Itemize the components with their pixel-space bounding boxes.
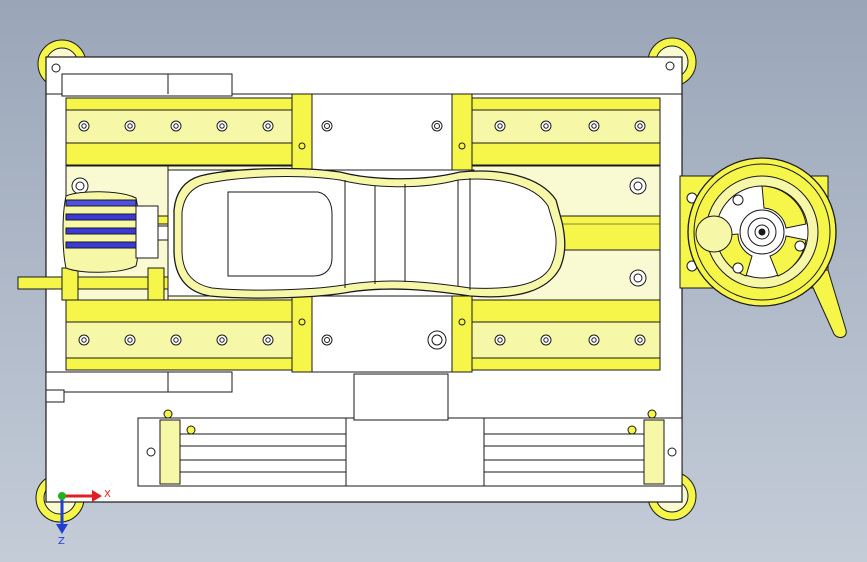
axis-z-label: Z — [58, 536, 65, 547]
lower-rail-bolts — [78, 334, 646, 346]
axis-y-dot-icon — [58, 492, 66, 500]
molded-part — [173, 167, 566, 299]
rail-bolt-center — [219, 337, 225, 343]
rail-bolt-center — [591, 337, 597, 343]
rail-bolt — [124, 334, 136, 346]
blue-cylinder-part — [62, 191, 169, 273]
ejector-rod — [17, 276, 169, 290]
rail-bolt-center — [591, 123, 597, 129]
rail-bolt — [262, 120, 274, 132]
rod-nut-left — [61, 267, 79, 301]
top-left-bracket — [61, 73, 233, 97]
left-edge-block — [45, 389, 65, 403]
rail-bolt-center — [543, 123, 549, 129]
rail-bolt — [78, 120, 90, 132]
rail-bolt-center — [219, 123, 225, 129]
handwheel-lever — [805, 269, 847, 338]
rail-bolt — [540, 334, 552, 346]
rail-bolt-center — [127, 337, 133, 343]
cylinder-right — [483, 433, 645, 473]
rail-bolt — [216, 334, 228, 346]
axis-x-label: X — [104, 489, 111, 500]
rail-bolt — [170, 334, 182, 346]
rail-bolt — [170, 120, 182, 132]
rail-bolt — [494, 120, 506, 132]
rail-bolt — [262, 334, 274, 346]
upper-rail-bolts — [78, 120, 646, 132]
rail-bolt-center — [637, 337, 643, 343]
bottom-left-bracket — [45, 371, 233, 393]
rod-nut-right — [147, 267, 165, 301]
rail-bolt-center — [265, 123, 271, 129]
rail-bolt-center — [127, 123, 133, 129]
rail-bolt-center — [637, 123, 643, 129]
rail-bolt — [540, 120, 552, 132]
rail-bolt — [78, 334, 90, 346]
rail-bolt — [494, 334, 506, 346]
rail-bolt — [634, 120, 646, 132]
coordinate-triad: X Z — [56, 489, 111, 547]
rail-bolt — [588, 120, 600, 132]
rail-bolt — [216, 120, 228, 132]
rail-bolt-center — [497, 337, 503, 343]
rail-bolt-center — [81, 123, 87, 129]
rail-bolt-center — [81, 337, 87, 343]
rail-bolt — [124, 120, 136, 132]
rail-bolt — [634, 334, 646, 346]
bottom-center-block — [353, 373, 449, 421]
cylinder-left — [179, 433, 347, 473]
rail-bolt-center — [173, 337, 179, 343]
rail-bolt-center — [543, 337, 549, 343]
rail-bolt-center — [173, 123, 179, 129]
rail-bolt-center — [497, 123, 503, 129]
rail-bolt-center — [265, 337, 271, 343]
rail-bolt — [588, 334, 600, 346]
handwheel[interactable] — [687, 157, 837, 307]
